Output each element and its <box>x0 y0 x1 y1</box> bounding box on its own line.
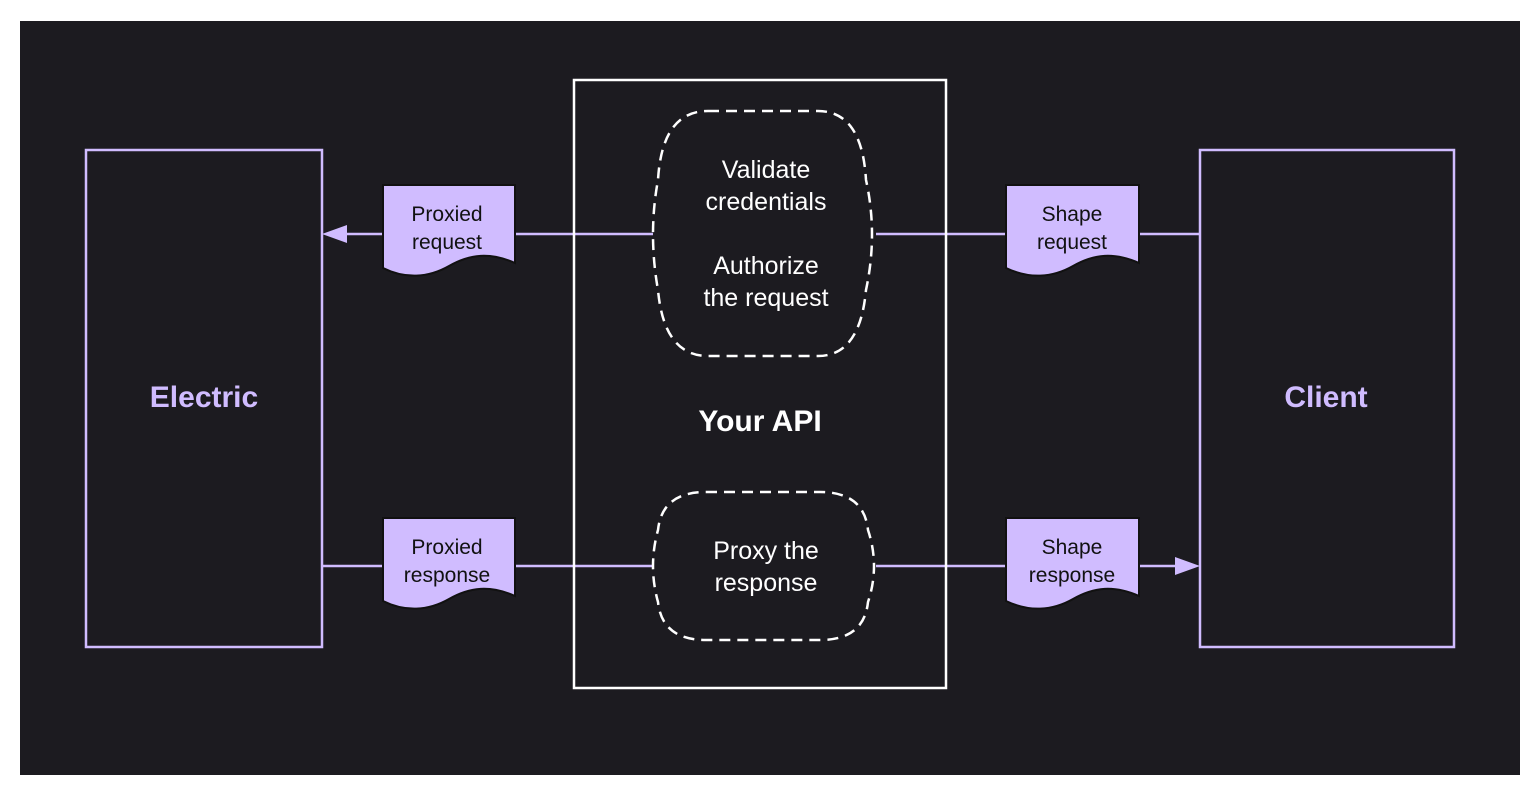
api-node: Your API <box>572 78 948 690</box>
doc-proxied-response-line-1: Proxied <box>411 536 482 559</box>
arrowhead-to-client <box>1175 557 1200 575</box>
proxy-line-1: Proxy the <box>713 537 819 565</box>
doc-shape-request-line-1: Shape <box>1042 203 1103 226</box>
validate-line-3: Authorize <box>713 252 819 280</box>
proxy-step: Proxy the response <box>651 490 876 642</box>
api-label: Your API <box>698 405 821 438</box>
electric-node: Electric <box>84 148 324 649</box>
validate-step: Validate credentials Authorize the reque… <box>651 109 874 358</box>
doc-shape-response-line-1: Shape <box>1042 536 1103 559</box>
doc-proxied-request-line-1: Proxied <box>411 203 482 226</box>
electric-label: Electric <box>150 381 258 414</box>
validate-line-4: the request <box>703 284 828 312</box>
doc-shape-response: Shape response <box>1005 517 1140 610</box>
doc-shape-request: Shape request <box>1005 184 1140 277</box>
doc-proxied-response-line-2: response <box>404 564 490 587</box>
proxy-line-2: response <box>715 569 818 597</box>
doc-proxied-request: Proxied request <box>382 184 516 277</box>
doc-proxied-request-line-2: request <box>412 231 482 254</box>
doc-proxied-response: Proxied response <box>382 517 516 610</box>
validate-line-1: Validate <box>722 156 811 184</box>
client-node: Client <box>1198 148 1456 649</box>
arrowhead-to-electric <box>322 225 347 243</box>
validate-line-2: credentials <box>706 188 827 216</box>
client-label: Client <box>1284 381 1367 414</box>
doc-shape-response-line-2: response <box>1029 564 1115 587</box>
doc-shape-request-line-2: request <box>1037 231 1107 254</box>
